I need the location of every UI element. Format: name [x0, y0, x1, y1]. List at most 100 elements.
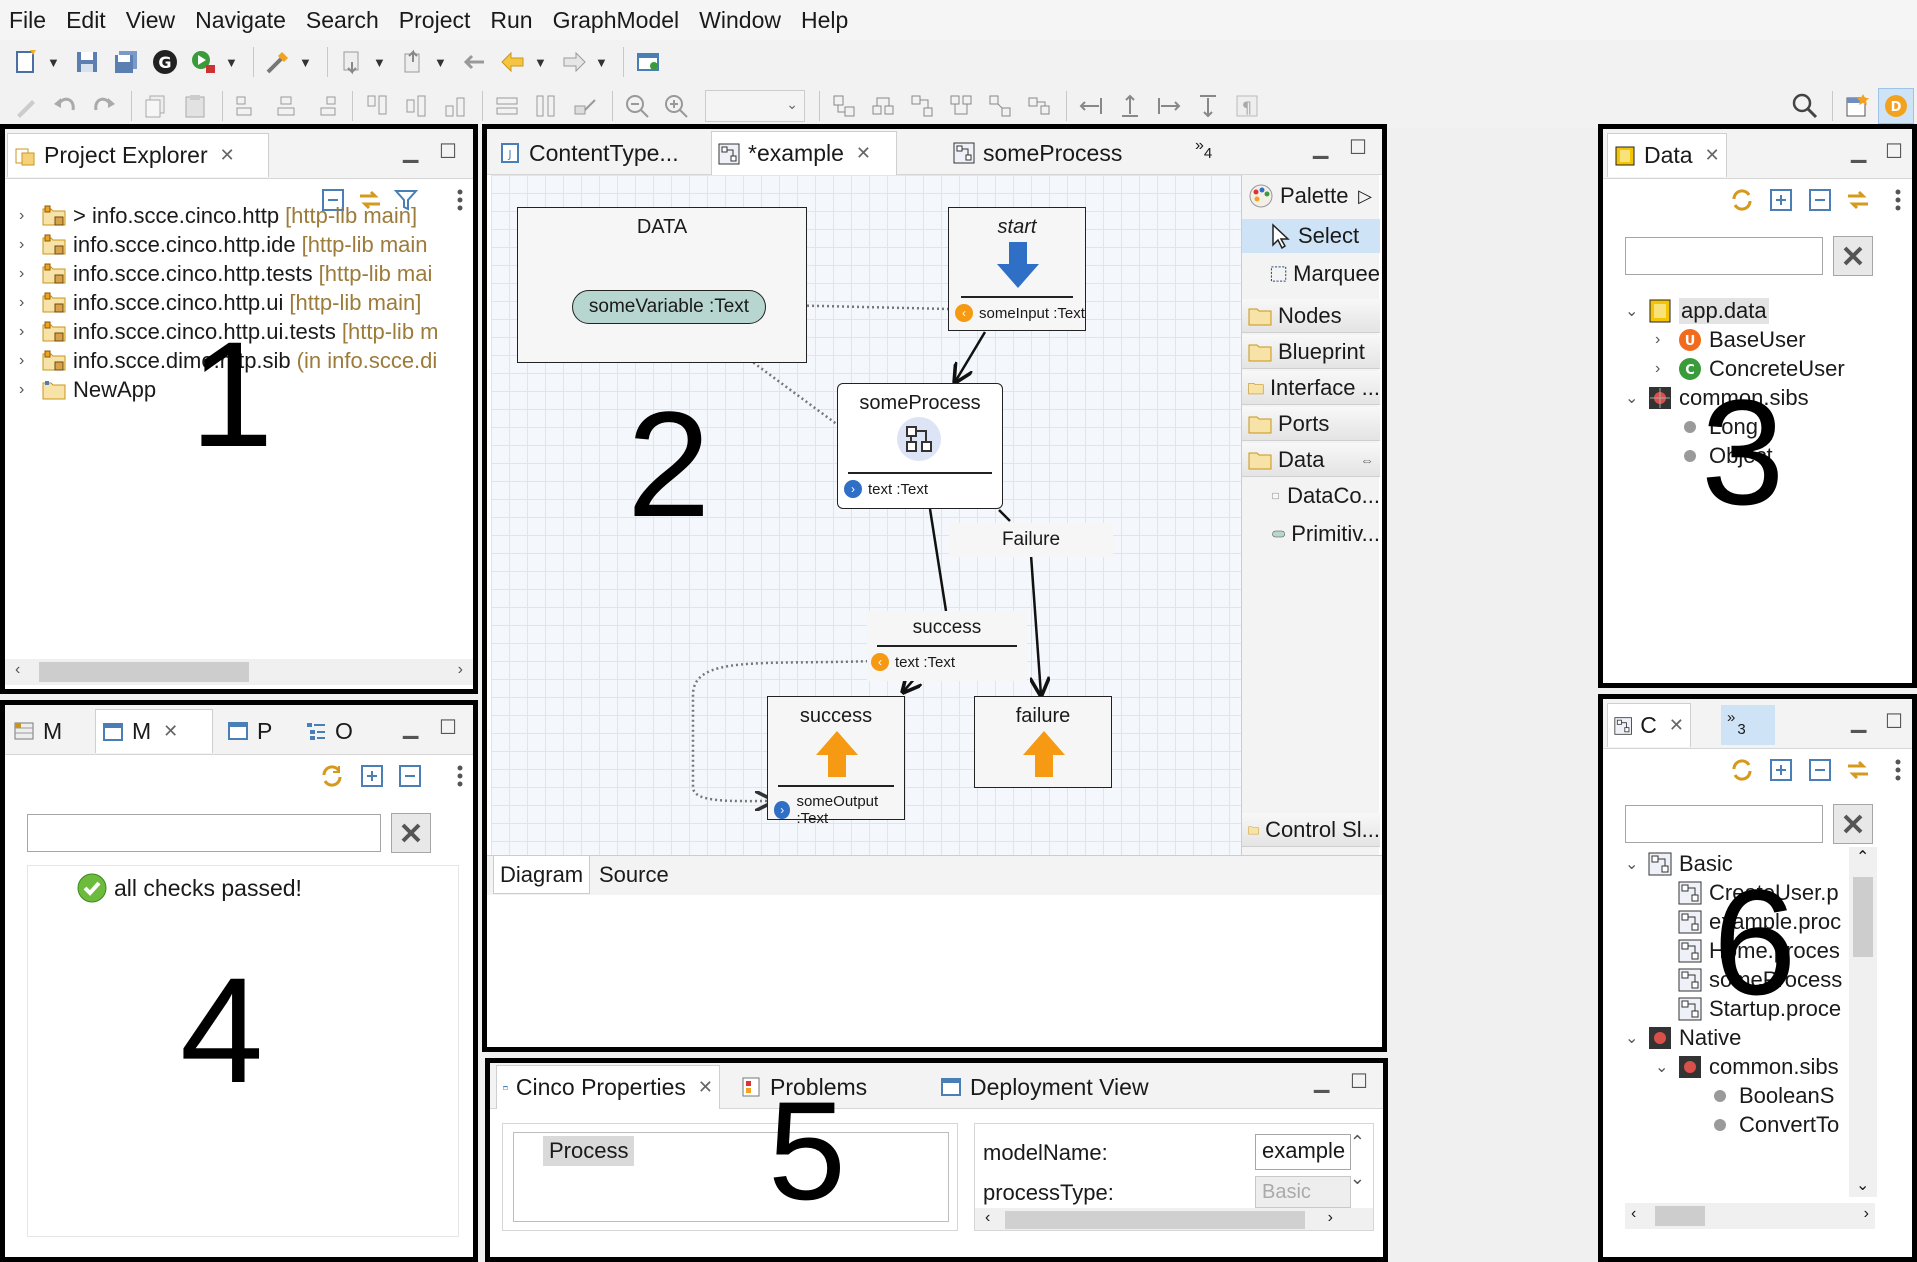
new-file-icon[interactable]: [8, 44, 44, 80]
edge-process-success[interactable]: [928, 508, 948, 612]
checks-filter-input[interactable]: [27, 814, 381, 852]
chevron-down-icon[interactable]: ⌄: [1625, 390, 1639, 407]
save-icon[interactable]: [69, 44, 105, 80]
connection-icon[interactable]: [567, 88, 603, 124]
vertical-scrollbar[interactable]: ⌃ ⌄: [1849, 847, 1877, 1197]
tab-example[interactable]: *example ✕: [711, 131, 897, 175]
paragraph-icon[interactable]: ¶: [1229, 88, 1265, 124]
paste-icon[interactable]: [177, 88, 213, 124]
editor-overflow-tabs[interactable]: »4: [1195, 137, 1213, 162]
chevron-right-icon[interactable]: ›: [19, 381, 25, 398]
tab-source[interactable]: Source: [599, 862, 669, 887]
minimize-icon[interactable]: ▁: [1851, 141, 1867, 163]
pencil-icon[interactable]: [8, 88, 44, 124]
check-result-row[interactable]: all checks passed!: [76, 870, 302, 906]
tab-cinco-properties[interactable]: Cinco Properties ✕: [496, 1065, 720, 1109]
scroll-left-icon[interactable]: ‹: [1631, 1205, 1637, 1222]
chevron-down-icon[interactable]: ⌄: [1625, 856, 1639, 873]
scroll-up-icon[interactable]: ⌃: [1856, 849, 1870, 866]
move-up-icon[interactable]: [1112, 88, 1148, 124]
component-tree-item[interactable]: ⌄Native: [1625, 1021, 1741, 1055]
minimize-icon[interactable]: ▁: [403, 717, 419, 739]
success-end-node[interactable]: success › someOutput :Text: [767, 696, 905, 827]
menu-help[interactable]: Help: [800, 6, 849, 33]
scroll-thumb[interactable]: [1655, 1206, 1705, 1226]
refresh-icon[interactable]: [1727, 755, 1757, 785]
next-annotation-icon[interactable]: [334, 44, 370, 80]
maximize-icon[interactable]: ☐: [1885, 711, 1903, 733]
menu-project[interactable]: Project: [398, 6, 471, 33]
tab-diagram[interactable]: Diagram: [493, 856, 591, 894]
back-arrow-icon[interactable]: [495, 44, 531, 80]
prev-annotation-dropdown-icon[interactable]: ▼: [434, 54, 447, 70]
process-input-port[interactable]: › text :Text: [844, 480, 928, 498]
expand-all-icon[interactable]: [357, 761, 387, 791]
chevron-right-icon[interactable]: ▷: [1358, 185, 1372, 206]
scroll-up-icon[interactable]: ⌃: [1349, 1132, 1365, 1152]
scroll-down-icon[interactable]: ⌄: [1856, 1177, 1870, 1194]
tab-data[interactable]: Data ✕: [1607, 133, 1727, 177]
scroll-thumb[interactable]: [1853, 877, 1873, 957]
tab-deployment-view[interactable]: Deployment View: [934, 1065, 1164, 1109]
palette-drawer[interactable]: Data⇔: [1242, 443, 1380, 477]
palette-tool-marquee[interactable]: Marquee: [1242, 257, 1380, 291]
generate-icon[interactable]: G: [147, 44, 183, 80]
tab-someprocess[interactable]: someProcess: [947, 131, 1143, 175]
collapse-all-icon[interactable]: [1805, 755, 1835, 785]
tab-project-explorer[interactable]: Project Explorer ✕: [7, 133, 269, 177]
move-left-icon[interactable]: [1073, 88, 1109, 124]
clear-filter-button[interactable]: [1833, 236, 1873, 276]
next-annotation-dropdown-icon[interactable]: ▼: [373, 54, 386, 70]
chevron-right-icon[interactable]: ›: [19, 236, 25, 253]
process-type-select[interactable]: Basic: [1255, 1176, 1351, 1208]
tool-wand-icon[interactable]: [260, 44, 296, 80]
edge-data-input[interactable]: [779, 305, 950, 309]
run-dropdown-icon[interactable]: ▼: [225, 54, 238, 70]
prev-annotation-icon[interactable]: [395, 44, 431, 80]
align-left-icon[interactable]: [229, 88, 265, 124]
palette-drawer[interactable]: Interface ...: [1242, 371, 1380, 405]
chevron-right-icon[interactable]: ›: [19, 265, 25, 282]
data-tree-item[interactable]: ⌄app.data: [1625, 294, 1769, 328]
filter-icon[interactable]: [391, 185, 421, 215]
last-edit-icon[interactable]: [456, 44, 492, 80]
pin-icon[interactable]: ⇔: [1360, 451, 1374, 468]
expand-all-icon[interactable]: [1766, 185, 1796, 215]
menu-navigate[interactable]: Navigate: [195, 6, 286, 33]
component-tree-item[interactable]: example.proc: [1655, 905, 1841, 939]
menu-window[interactable]: Window: [699, 6, 781, 33]
dime-perspective-icon[interactable]: D: [1878, 88, 1914, 124]
match-height-icon[interactable]: [528, 88, 564, 124]
open-perspective-icon[interactable]: [1839, 88, 1875, 124]
horizontal-scrollbar[interactable]: ‹ ›: [1625, 1203, 1875, 1229]
edge-failure-to-end[interactable]: [1031, 554, 1041, 695]
success-output-port[interactable]: ‹ text :Text: [871, 653, 955, 671]
palette-item-data-container[interactable]: DataCo...: [1242, 479, 1380, 513]
maximize-icon[interactable]: ☐: [1350, 1071, 1368, 1093]
collapse-all-icon[interactable]: [1805, 185, 1835, 215]
move-down-icon[interactable]: [1190, 88, 1226, 124]
close-icon[interactable]: ✕: [855, 143, 871, 163]
minimize-icon[interactable]: ▁: [1851, 711, 1867, 733]
chevron-down-icon[interactable]: ⌄: [1625, 303, 1639, 320]
forward-dropdown-icon[interactable]: ▼: [595, 54, 608, 70]
scroll-left-icon[interactable]: ‹: [15, 661, 21, 678]
edge-success-output[interactable]: [691, 659, 874, 801]
zoom-combo[interactable]: ⌄: [705, 90, 805, 122]
minimize-icon[interactable]: ▁: [403, 141, 419, 163]
redo-icon[interactable]: [86, 88, 122, 124]
palette-header[interactable]: Palette ▷: [1242, 179, 1380, 213]
palette-tool-select[interactable]: Select: [1242, 219, 1380, 253]
close-icon[interactable]: ✕: [697, 1077, 713, 1097]
chevron-right-icon[interactable]: ›: [19, 352, 25, 369]
maximize-icon[interactable]: ☐: [1885, 141, 1903, 163]
component-tree-item[interactable]: CreateUser.p: [1655, 876, 1839, 910]
failure-end-node[interactable]: failure: [974, 696, 1112, 788]
expand-all-icon[interactable]: [1766, 755, 1796, 785]
edge-process-failure[interactable]: [998, 509, 1011, 522]
maximize-icon[interactable]: ☐: [439, 141, 457, 163]
project-item[interactable]: ›info.scce.cinco.http.tests[http-lib mai: [19, 257, 432, 291]
data-node[interactable]: DATA someVariable :Text: [517, 207, 807, 363]
components-overflow-tabs[interactable]: »3: [1721, 705, 1775, 745]
